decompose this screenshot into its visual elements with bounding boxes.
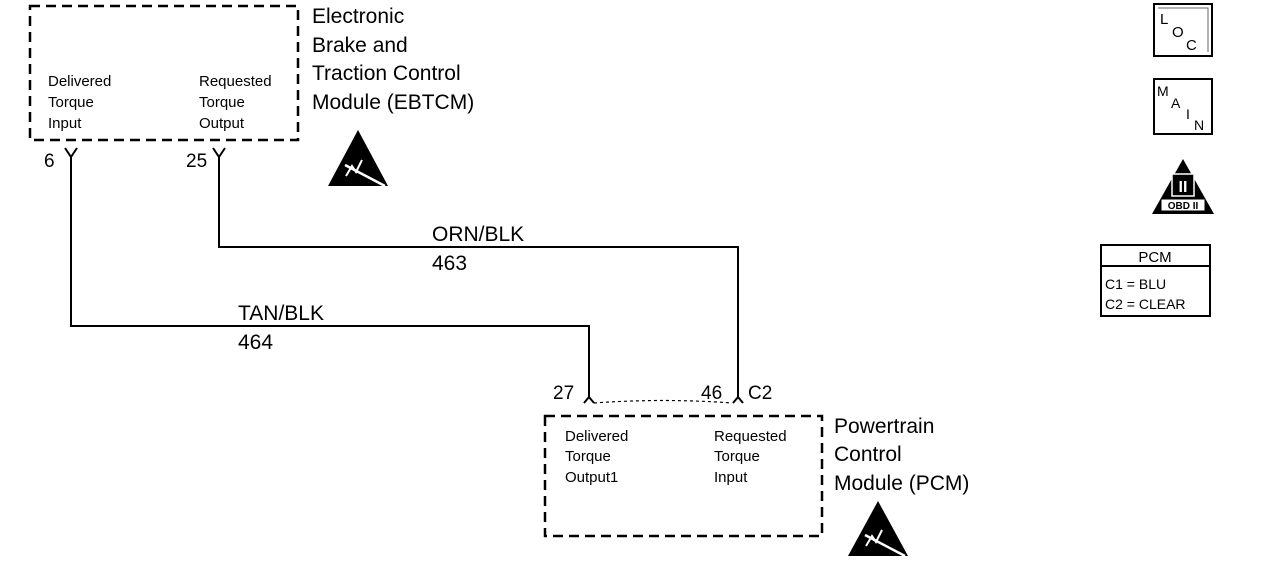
pcm-legend-row-2: C2 = CLEAR xyxy=(1105,296,1186,312)
pcm-pin-46: 46 xyxy=(701,383,722,404)
ebtcm-terminal-25 xyxy=(212,147,226,159)
ebtcm-pin-6: 6 xyxy=(44,151,55,172)
ebtcm-left-func-3: Input xyxy=(48,115,82,132)
ebtcm-pin-25: 25 xyxy=(186,151,207,172)
pcm-box xyxy=(543,414,824,538)
pcm-terminal-46 xyxy=(732,395,744,404)
pcm-title-3: Module (PCM) xyxy=(834,472,969,495)
pcm-right-func-2: Torque xyxy=(714,448,760,465)
obd-ii-icon: II OBD II xyxy=(1152,159,1214,214)
wire-orn-blk: ORN/BLK 463 xyxy=(218,157,739,398)
pcm-right-func-3: Input xyxy=(714,469,748,486)
pcm-connector-c2: C2 xyxy=(748,383,772,404)
pcm-legend-title: PCM xyxy=(1138,249,1171,266)
ebtcm-module: Delivered Torque Input Requested Torque … xyxy=(28,4,474,188)
pcm-left-func-2: Torque xyxy=(565,448,611,465)
main-icon: M A I N xyxy=(1153,78,1213,135)
pcm-module: 27 46 C2 Delivered Torque Output1 Reques… xyxy=(543,383,969,558)
ebtcm-box xyxy=(28,4,300,142)
pcm-left-func-3: Output1 xyxy=(565,469,618,486)
pcm-connector-legend: PCM C1 = BLU C2 = CLEAR xyxy=(1100,244,1211,317)
obd-ii-label: OBD II xyxy=(1168,201,1199,212)
loc-icon-c: C xyxy=(1186,37,1197,54)
wire-orn-color: ORN/BLK xyxy=(432,223,524,246)
main-icon-n: N xyxy=(1194,117,1204,133)
esd-warning-icon xyxy=(328,130,388,188)
ebtcm-title-3: Traction Control xyxy=(312,62,461,85)
main-icon-m: M xyxy=(1157,83,1169,99)
main-icon-a: A xyxy=(1171,95,1181,111)
loc-icon-o: O xyxy=(1172,24,1184,41)
wire-orn-circuit: 463 xyxy=(432,252,467,275)
ebtcm-left-func-2: Torque xyxy=(48,94,94,111)
wire-tan-circuit: 464 xyxy=(238,331,273,354)
pcm-title-2: Control xyxy=(834,443,902,466)
pcm-terminal-27 xyxy=(583,395,595,404)
ebtcm-title-1: Electronic xyxy=(312,5,404,28)
pcm-pin-27: 27 xyxy=(553,383,574,404)
pcm-title-1: Powertrain xyxy=(834,415,934,438)
pcm-legend-row-1: C1 = BLU xyxy=(1105,276,1166,292)
obd-ii-numeral: II xyxy=(1179,179,1188,196)
main-icon-i: I xyxy=(1186,106,1190,122)
loc-icon: L O C xyxy=(1153,3,1213,57)
ebtcm-right-func-2: Torque xyxy=(199,94,245,111)
ebtcm-title-2: Brake and xyxy=(312,34,408,57)
ebtcm-right-func-3: Output xyxy=(199,115,245,132)
esd-warning-icon xyxy=(848,501,908,558)
pcm-left-func-1: Delivered xyxy=(565,428,628,445)
ebtcm-right-func-1: Requested xyxy=(199,73,272,90)
ebtcm-terminal-6 xyxy=(64,147,78,159)
pcm-connector-line xyxy=(593,399,733,404)
pcm-right-func-1: Requested xyxy=(714,428,787,445)
wire-tan-color: TAN/BLK xyxy=(238,302,324,325)
ebtcm-left-func-1: Delivered xyxy=(48,73,111,90)
wire-tan-blk: TAN/BLK 464 xyxy=(70,157,590,398)
ebtcm-title-4: Module (EBTCM) xyxy=(312,91,474,114)
loc-icon-l: L xyxy=(1160,11,1168,28)
